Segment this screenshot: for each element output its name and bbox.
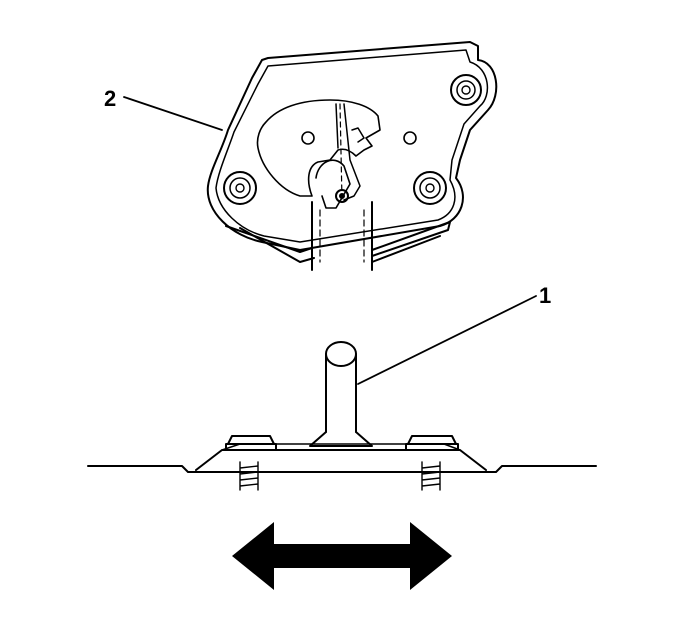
- double-headed-arrow-icon: [232, 522, 452, 590]
- latch-housing-outline: [206, 41, 498, 251]
- latch-detent-arm: [335, 103, 365, 201]
- latch-pivot-pin: [335, 189, 349, 203]
- callout-striker: 1: [357, 283, 551, 385]
- latch-hole-right: [403, 131, 417, 145]
- callout-striker-leader: [357, 295, 537, 385]
- latch-fork-throat: [315, 159, 351, 209]
- latch-bracket-flange-lower: [239, 227, 441, 263]
- striker-bolt-left: [225, 435, 277, 491]
- striker-slot-channel: [311, 201, 373, 271]
- striker-pin-base: [309, 431, 373, 447]
- latch-bolt-right: [413, 171, 447, 205]
- striker-pin-cap: [325, 341, 357, 367]
- striker-bolt-right: [405, 435, 459, 491]
- striker-base-plate: [195, 449, 487, 471]
- callout-latch: 2: [104, 86, 223, 131]
- latch-bolt-top-right: [450, 74, 482, 106]
- latch-housing-inner-edge: [215, 49, 489, 243]
- callout-latch-leader: [123, 96, 223, 131]
- latch-hole-left: [301, 131, 315, 145]
- latch-bolt-left: [223, 171, 257, 205]
- callout-latch-number: 2: [104, 86, 116, 111]
- striker-slot-channel-inner: [319, 209, 365, 263]
- body-panel-line: [87, 465, 597, 473]
- latch-pivot-pin-center: [339, 193, 345, 199]
- latch-assembly: [206, 41, 498, 271]
- striker-base-plate-top: [221, 443, 461, 451]
- striker-assembly: [87, 341, 597, 491]
- callout-striker-number: 1: [539, 283, 551, 308]
- striker-pin: [325, 353, 357, 433]
- latch-fork-plate: [256, 99, 381, 197]
- latch-detent-arm-dashed: [339, 103, 343, 201]
